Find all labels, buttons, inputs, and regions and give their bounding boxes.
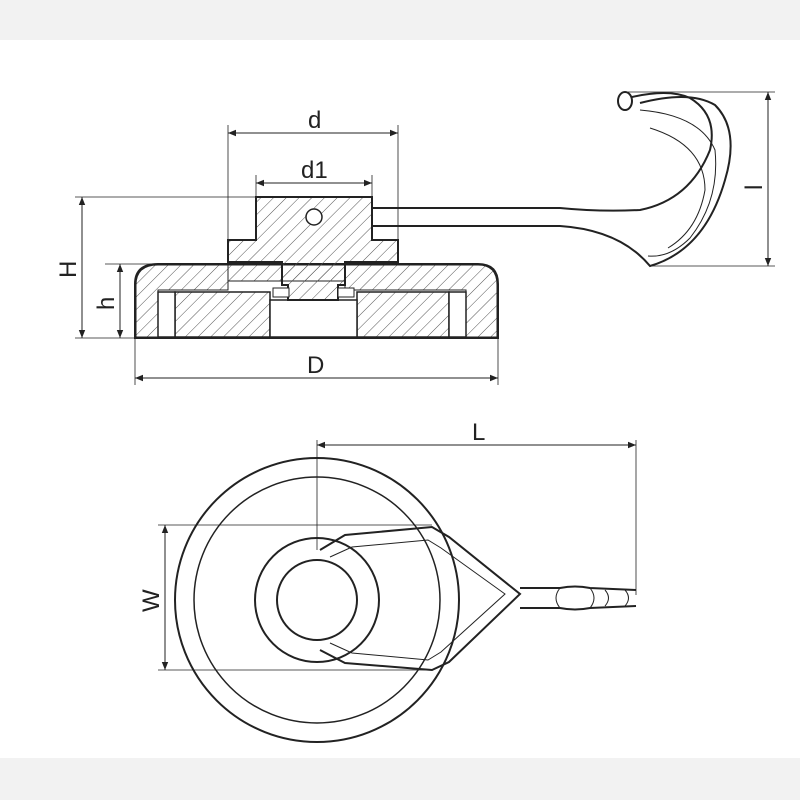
- label-L: L: [472, 419, 485, 446]
- stem-inner-circle: [276, 559, 358, 641]
- hook-tip: [617, 91, 633, 111]
- base-housing: [134, 263, 499, 339]
- plan-extension-lines: [158, 440, 637, 671]
- side-section-view: d d1 H h D l: [55, 91, 775, 385]
- top-plan-view: L W: [138, 419, 637, 743]
- stem-outer-circle: [254, 537, 380, 663]
- magnet-ring-right: [356, 291, 450, 338]
- label-H: H: [55, 261, 82, 278]
- drawing-svg: d d1 H h D l L W: [55, 91, 775, 743]
- label-W: W: [138, 589, 165, 612]
- extension-lines: [75, 91, 775, 385]
- label-D: D: [307, 352, 324, 379]
- magnet-ring-left: [174, 291, 271, 338]
- technical-drawing: d d1 H h D l L W: [0, 40, 800, 758]
- stem-notch-left: [272, 287, 290, 298]
- spacer-right: [448, 291, 467, 338]
- spacer-left: [157, 291, 176, 338]
- stem-notch-right: [337, 287, 355, 298]
- swivel-stem: [227, 196, 399, 301]
- pin-hole: [305, 208, 323, 226]
- label-l: l: [741, 185, 768, 190]
- label-h: h: [93, 297, 120, 310]
- hook-wire: [372, 91, 732, 268]
- center-bore: [269, 299, 358, 338]
- housing-wall-right: [344, 264, 498, 338]
- label-d: d: [308, 107, 321, 134]
- swivel-loop: [319, 525, 637, 672]
- housing-wall-left: [135, 264, 229, 338]
- label-d1: d1: [301, 157, 328, 184]
